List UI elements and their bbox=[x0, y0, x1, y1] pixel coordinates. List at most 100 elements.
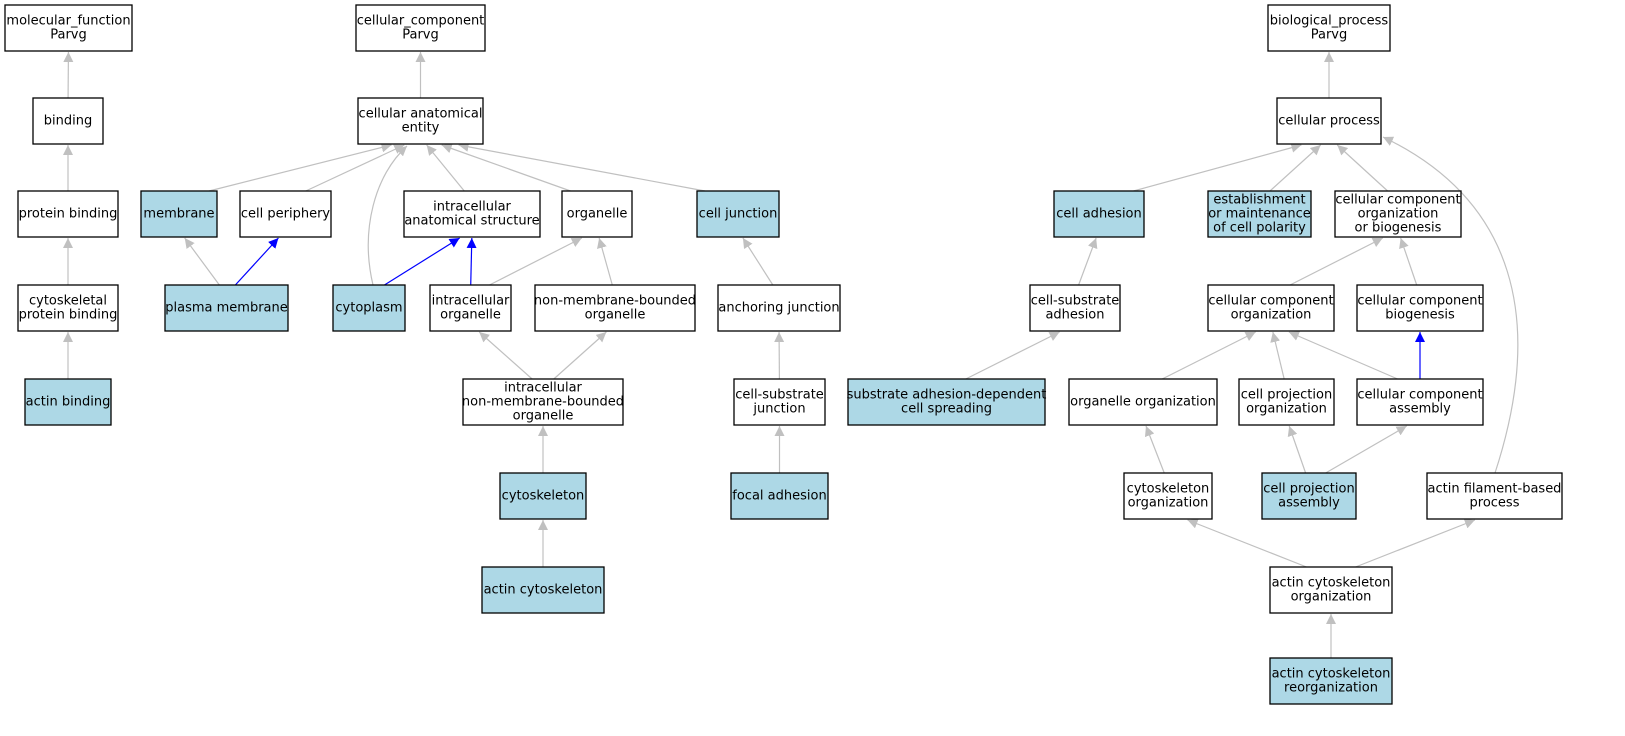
go-term-cell-adhesion: cell adhesion bbox=[1053, 190, 1145, 238]
term-label-line: organelle bbox=[567, 207, 628, 222]
is-a-edge-actin-cytoskeleton-organization-to-actin-filament-process bbox=[1355, 519, 1476, 568]
term-label-line: cytoplasm bbox=[335, 301, 402, 316]
part-of-edge-intracellular-organelle-to-intracellular-anatomical-structure bbox=[466, 237, 477, 286]
term-label-line: reorganization bbox=[1284, 681, 1378, 696]
term-label-line: organization bbox=[1358, 207, 1439, 222]
is-a-edge-membrane-to-cellular-anatomical-entity bbox=[208, 142, 392, 192]
term-label-line: process bbox=[1470, 496, 1520, 511]
edge-line bbox=[489, 237, 583, 286]
term-label-line: assembly bbox=[1278, 496, 1340, 511]
term-label-line: molecular_function bbox=[6, 14, 130, 29]
edge-line bbox=[1336, 144, 1389, 192]
term-box bbox=[17, 284, 119, 332]
edge-line bbox=[384, 237, 460, 286]
term-box bbox=[403, 190, 541, 238]
term-box bbox=[4, 4, 133, 52]
is-a-edge-cell-periphery-to-cellular-anatomical-entity bbox=[305, 144, 405, 192]
term-label-line: cytoskeleton bbox=[1127, 482, 1210, 497]
go-term-organelle-organization: organelle organization bbox=[1068, 378, 1218, 426]
term-label-line: intracellular bbox=[433, 200, 511, 215]
term-label-line: cellular component bbox=[1357, 388, 1482, 403]
edge-line bbox=[1161, 331, 1256, 380]
edge-line bbox=[234, 237, 279, 286]
term-box bbox=[1123, 472, 1213, 520]
term-box bbox=[1269, 566, 1393, 614]
term-box bbox=[1238, 378, 1335, 426]
part-of-edge-plasma-membrane-to-cell-periphery bbox=[234, 237, 279, 286]
edge-line bbox=[426, 144, 465, 192]
annotated-term-box bbox=[24, 378, 112, 426]
edge-line bbox=[1382, 136, 1519, 474]
term-label-line: cell projection bbox=[1263, 482, 1354, 497]
term-label-line: non-membrane-bounded bbox=[462, 395, 624, 410]
term-label-line: protein binding bbox=[19, 207, 118, 222]
term-label-line: cell junction bbox=[699, 207, 778, 222]
is-a-edge-intracellular-anatomical-structure-to-cellular-anatomical-entity bbox=[426, 144, 465, 192]
term-box bbox=[357, 97, 484, 145]
is-a-edge-cc-assembly-to-cc-organization bbox=[1288, 331, 1398, 380]
term-label-line: cellular component bbox=[1208, 294, 1333, 309]
annotated-term-box bbox=[1207, 190, 1312, 238]
term-label-line: binding bbox=[44, 114, 92, 129]
term-label-line: Parvg bbox=[402, 28, 439, 43]
annotated-term-box bbox=[1053, 190, 1145, 238]
term-label-line: actin filament-based bbox=[1428, 482, 1562, 497]
edge-line bbox=[1133, 142, 1302, 192]
annotated-term-box bbox=[499, 472, 587, 520]
term-label-line: organization bbox=[1246, 402, 1327, 417]
edge-line bbox=[1355, 519, 1476, 568]
term-box bbox=[17, 190, 119, 238]
term-label-line: cytoskeleton bbox=[502, 489, 585, 504]
is-a-edge-actin-filament-process-to-cellular-process bbox=[1382, 136, 1519, 474]
term-label-line: cellular anatomical bbox=[359, 107, 483, 122]
term-label-line: membrane bbox=[143, 207, 214, 222]
term-label-line: Parvg bbox=[50, 28, 87, 43]
term-box bbox=[1356, 378, 1484, 426]
go-term-cell-junction: cell junction bbox=[696, 190, 780, 238]
go-term-actin-cytoskeleton: actin cytoskeleton bbox=[481, 566, 605, 614]
edge-line bbox=[1144, 425, 1165, 474]
is-a-edge-intracellular-nmb-organelle-to-non-membrane-bounded-organelle bbox=[553, 331, 607, 380]
term-label-line: anatomical structure bbox=[404, 214, 539, 229]
is-a-edge-cc-biogenesis-to-cc-org-or-biogenesis bbox=[1399, 237, 1418, 286]
go-term-cell-periphery: cell periphery bbox=[239, 190, 332, 238]
term-label-line: organization bbox=[1231, 308, 1312, 323]
edge-line bbox=[1287, 425, 1307, 474]
term-label-line: organization bbox=[1291, 590, 1372, 605]
term-label-line: substrate adhesion-dependent bbox=[847, 388, 1047, 403]
is-a-edge-cytoplasm-to-cellular-anatomical-entity bbox=[367, 145, 408, 286]
edge-line bbox=[466, 237, 477, 286]
is-a-edge-non-membrane-bounded-organelle-to-organelle bbox=[597, 237, 613, 286]
edge-layer bbox=[63, 51, 1519, 658]
term-label-line: of cell polarity bbox=[1213, 221, 1306, 236]
is-a-edge-cytoskeleton-organization-to-organelle-organization bbox=[1144, 425, 1165, 474]
annotated-term-box bbox=[696, 190, 780, 238]
is-a-edge-organelle-organization-to-cc-organization bbox=[1161, 331, 1256, 380]
edge-line bbox=[1399, 237, 1418, 286]
term-label-line: or maintenance bbox=[1208, 207, 1311, 222]
edge-line bbox=[1325, 425, 1407, 474]
term-label-line: protein binding bbox=[19, 308, 118, 323]
is-a-edge-cc-organization-to-cc-org-or-biogenesis bbox=[1289, 237, 1384, 286]
term-label-line: organization bbox=[1128, 496, 1209, 511]
annotated-term-box bbox=[1261, 472, 1357, 520]
term-label-line: entity bbox=[402, 121, 440, 136]
term-label-line: establishment bbox=[1213, 193, 1305, 208]
term-label-line: non-membrane-bounded bbox=[534, 294, 696, 309]
edge-line bbox=[553, 331, 607, 380]
term-label-line: actin cytoskeleton bbox=[1272, 667, 1391, 682]
